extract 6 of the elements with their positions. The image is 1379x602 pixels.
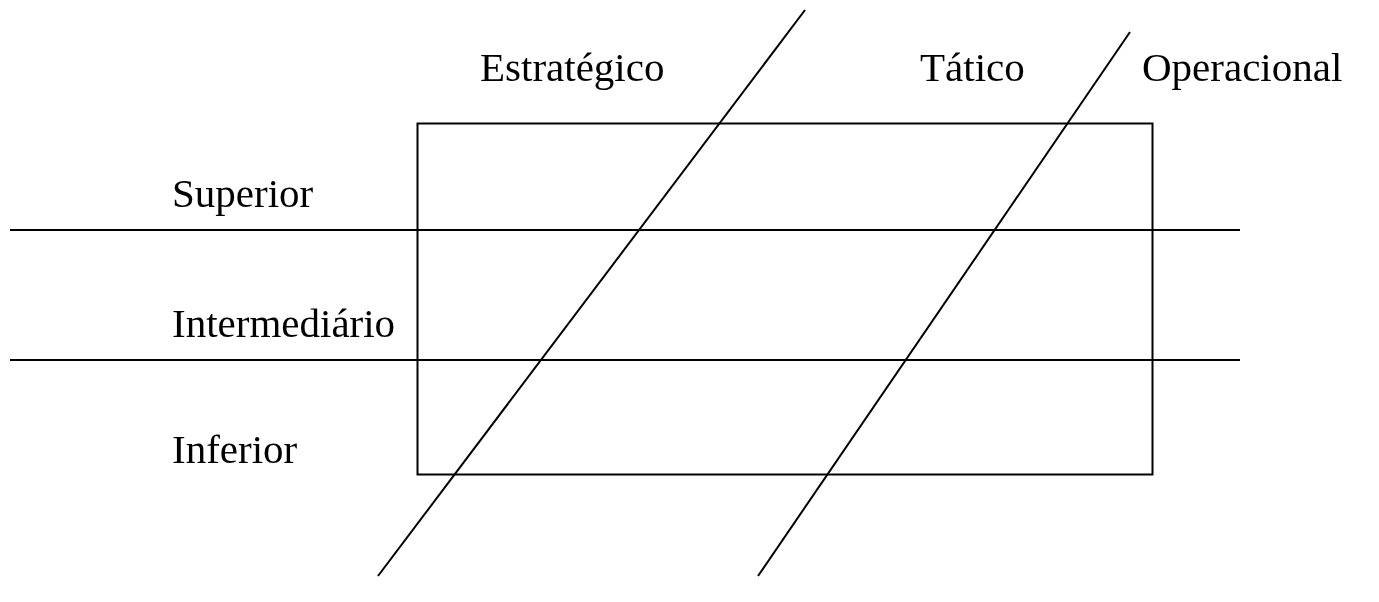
column-label: Operacional [1142,44,1343,90]
column-label: Tático [920,44,1025,90]
row-label: Superior [172,170,314,216]
row-label: Inferior [172,426,298,472]
row-label: Intermediário [172,300,396,346]
column-label: Estratégico [480,44,665,90]
